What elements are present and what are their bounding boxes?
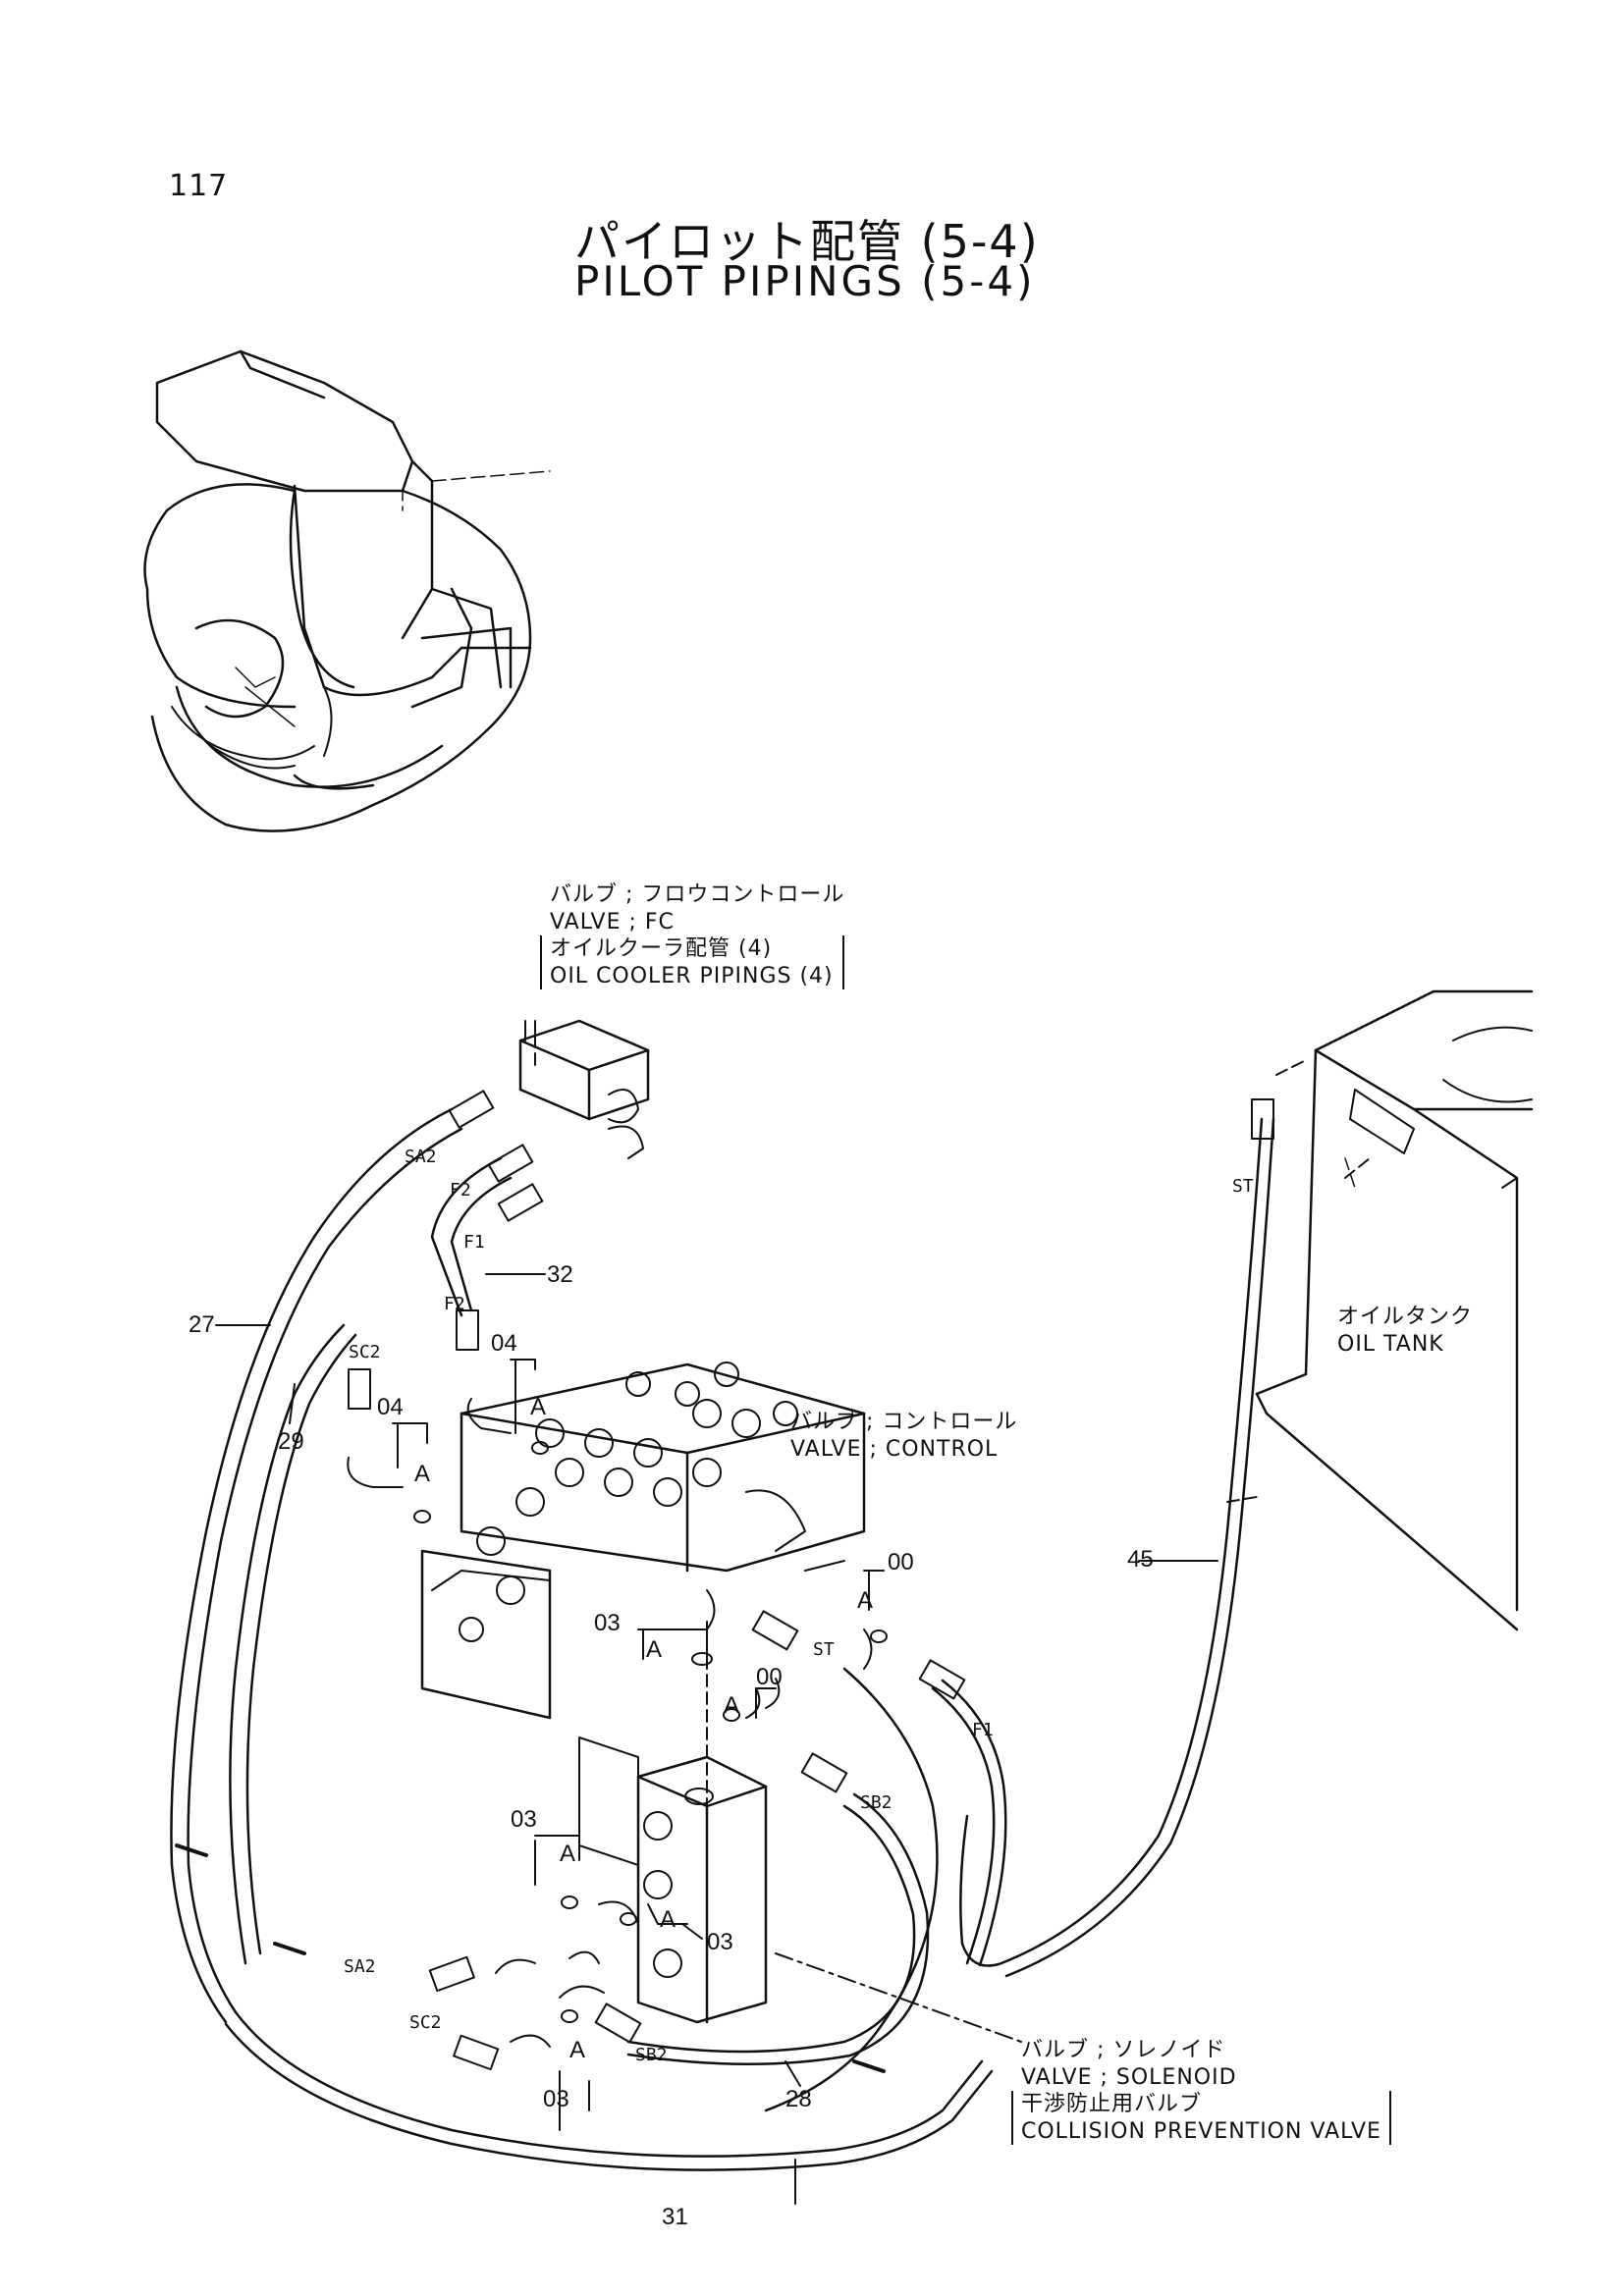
control-valve-illustration	[420, 1362, 866, 1720]
part-number-04-upper: 04	[491, 1330, 517, 1357]
hose-45	[959, 1117, 1275, 1978]
oil-cooler-piping-reference: オイルクーラ配管 (4) OIL COOLER PIPINGS (4)	[540, 935, 845, 989]
part-number-27: 27	[189, 1311, 215, 1338]
part-number-31: 31	[662, 2204, 688, 2230]
o-ring-tag-a6: A	[560, 1841, 576, 1867]
o-ring-tag-a8: A	[569, 2037, 586, 2063]
fc-valve-label-jp: バルブ ; フロウコントロール	[550, 882, 845, 907]
fittings	[175, 1090, 1274, 2073]
control-valve-label-jp: バルブ ; コントロール	[790, 1410, 1018, 1434]
part-number-00-center: 00	[756, 1664, 783, 1690]
page-title-japanese: パイロット配管 (5-4)	[574, 215, 1040, 268]
o-ring-tag-a4: A	[857, 1587, 874, 1614]
oil-tank-illustration	[1255, 989, 1534, 1631]
port-tag-sc2-low: SC2	[409, 2012, 442, 2033]
page-title-english: PILOT PIPINGS (5-4)	[574, 257, 1036, 305]
control-valve-label-en: VALVE ; CONTROL	[790, 1436, 999, 1462]
machine-overview-illustration	[143, 349, 551, 832]
page-number: 117	[169, 169, 229, 203]
part-number-03-solenoid-left: 03	[511, 1806, 537, 1833]
solenoid-valve-label-en: VALVE ; SOLENOID	[1021, 2064, 1237, 2090]
collision-ref-en: COLLISION PREVENTION VALVE	[1021, 2118, 1381, 2144]
part-number-28: 28	[785, 2086, 812, 2112]
port-tag-sc2-top: SC2	[349, 1342, 381, 1362]
port-tag-st-tank: ST	[1232, 1176, 1254, 1197]
fc-valve-callout: バルブ ; フロウコントロール VALVE ; FC オイルクーラ配管 (4) …	[540, 881, 845, 989]
fc-valve-label-en: VALVE ; FC	[550, 909, 675, 934]
part-number-45: 45	[1127, 1546, 1154, 1573]
solenoid-valve-illustration	[578, 1736, 768, 2024]
collision-prevention-reference: 干渉防止用バルブ COLLISION PREVENTION VALVE	[1011, 2091, 1391, 2145]
port-tag-sa2-low: SA2	[344, 1956, 376, 1977]
port-tag-f1-top: F1	[463, 1232, 485, 1253]
o-ring-tag-a3: A	[646, 1636, 663, 1663]
collision-ref-jp: 干渉防止用バルブ	[1021, 2092, 1203, 2116]
part-number-03-bottom: 03	[543, 2086, 569, 2112]
part-number-00-right: 00	[888, 1549, 914, 1575]
oil-tank-callout: オイルタンク OIL TANK	[1337, 1304, 1473, 1358]
port-tag-f1-valve: F1	[972, 1720, 994, 1740]
port-tag-f2-mid: F2	[444, 1294, 465, 1314]
hose-29	[229, 1323, 357, 1965]
o-ring-tag-a1: A	[530, 1394, 547, 1420]
hose-27	[170, 1107, 463, 2024]
oil-cooler-ref-jp: オイルクーラ配管 (4)	[550, 936, 773, 961]
part-number-04-lower: 04	[377, 1394, 404, 1420]
fc-valve-illustration	[518, 1019, 650, 1159]
part-number-32: 32	[547, 1261, 573, 1288]
solenoid-valve-callout: バルブ ; ソレノイド VALVE ; SOLENOID 干渉防止用バルブ CO…	[1011, 2037, 1391, 2145]
hose-32	[430, 1156, 513, 1317]
part-number-29: 29	[278, 1428, 304, 1455]
port-tag-sb2-valve: SB2	[860, 1792, 893, 1813]
oil-cooler-ref-en: OIL COOLER PIPINGS (4)	[550, 963, 834, 988]
part-number-03-solenoid-right: 03	[707, 1929, 733, 1955]
port-tag-f2-top: F2	[450, 1180, 471, 1201]
port-tag-st-valve: ST	[813, 1639, 835, 1660]
oil-tank-label-en: OIL TANK	[1337, 1331, 1444, 1357]
hose-f1	[931, 1679, 1007, 1967]
part-number-03-center: 03	[594, 1610, 621, 1636]
leader-lines	[215, 1040, 1371, 2205]
o-ring-tag-a5: A	[724, 1692, 740, 1719]
o-ring-tag-a7: A	[660, 1906, 676, 1933]
control-valve-callout: バルブ ; コントロール VALVE ; CONTROL	[790, 1409, 1017, 1463]
o-ring-tag-a2: A	[414, 1461, 431, 1487]
port-tag-sb2-low: SB2	[635, 2045, 668, 2065]
oil-tank-label-jp: オイルタンク	[1337, 1305, 1474, 1329]
hose-st-to-tank	[764, 1667, 939, 2112]
hose-31	[224, 2010, 994, 2171]
port-tag-sa2-top: SA2	[405, 1147, 437, 1167]
solenoid-valve-label-jp: バルブ ; ソレノイド	[1021, 2038, 1226, 2062]
